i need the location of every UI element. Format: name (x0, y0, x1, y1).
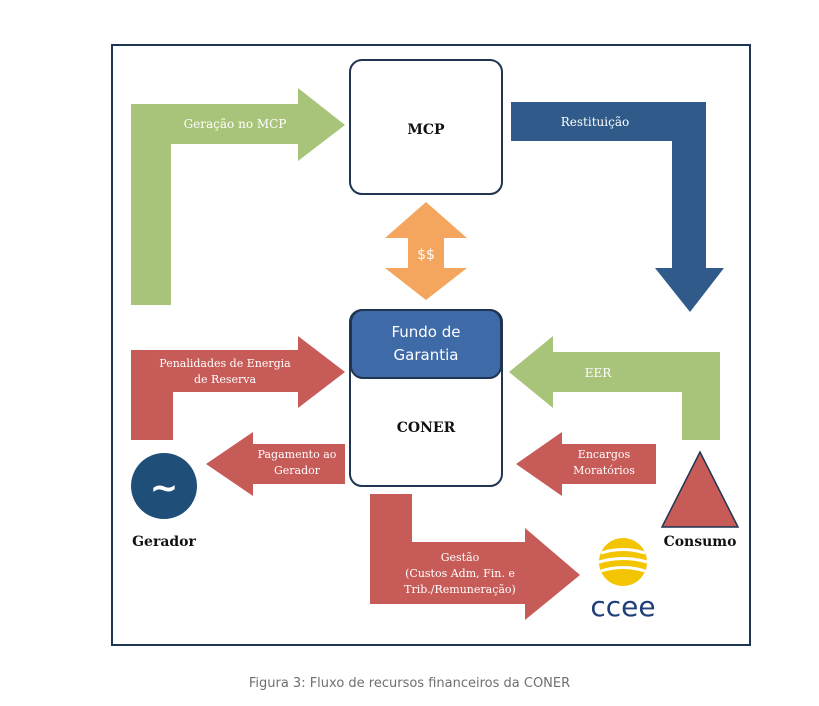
consumo-label: Consumo (664, 534, 737, 550)
arrow-restituicao: Restituição (511, 102, 724, 312)
arrow-eer-label: EER (585, 366, 613, 380)
consumer-triangle-icon (660, 450, 740, 528)
arrow-money: $$ (385, 202, 467, 300)
arrow-geracao-mcp-label: Geração no MCP (184, 117, 287, 131)
coner-label: CONER (397, 420, 456, 436)
arrow-pagamento-line1: Pagamento ao (258, 448, 337, 461)
gerador-node: ~ Gerador (131, 453, 197, 550)
arrow-pagamento-line2: Gerador (274, 464, 321, 477)
arrow-gestao-line1: Gestão (441, 551, 480, 564)
arrow-geracao-mcp: Geração no MCP (131, 88, 345, 305)
arrow-penalidades: Penalidades de Energia de Reserva (131, 336, 345, 440)
arrow-eer: EER (509, 336, 720, 440)
ccee-logo: ccee (590, 538, 656, 623)
consumo-node: Consumo (660, 450, 740, 550)
figure-caption: Figura 3: Fluxo de recursos financeiros … (248, 676, 571, 691)
mcp-node: MCP (349, 59, 503, 195)
fundo-line1: Fundo de (391, 323, 460, 341)
generator-icon (131, 453, 197, 519)
arrow-encargos-line1: Encargos (578, 448, 631, 461)
gerador-label: Gerador (132, 534, 196, 550)
arrow-gestao: Gestão (Custos Adm, Fin. e Trib./Remuner… (370, 494, 580, 620)
fundo-line2: Garantia (394, 346, 459, 364)
arrow-penalidades-line2: de Reserva (194, 373, 256, 386)
arrow-encargos: Encargos Moratórios (516, 432, 656, 496)
ccee-logo-text: ccee (590, 590, 655, 623)
arrow-gestao-line2: (Custos Adm, Fin. e (405, 567, 515, 580)
arrow-gestao-line3: Trib./Remuneração) (404, 583, 516, 596)
arrow-pagamento: Pagamento ao Gerador (206, 432, 345, 496)
arrow-encargos-line2: Moratórios (573, 464, 635, 477)
mcp-label: MCP (407, 122, 445, 138)
coner-node: Fundo de Garantia CONER (349, 309, 503, 487)
arrow-money-label: $$ (417, 247, 435, 263)
generator-symbol: ~ (150, 468, 179, 508)
arrow-penalidades-line1: Penalidades de Energia (159, 357, 291, 370)
arrow-restituicao-label: Restituição (561, 115, 629, 129)
fundo-garantia-box (350, 309, 502, 379)
ccee-sphere-icon (598, 538, 648, 586)
